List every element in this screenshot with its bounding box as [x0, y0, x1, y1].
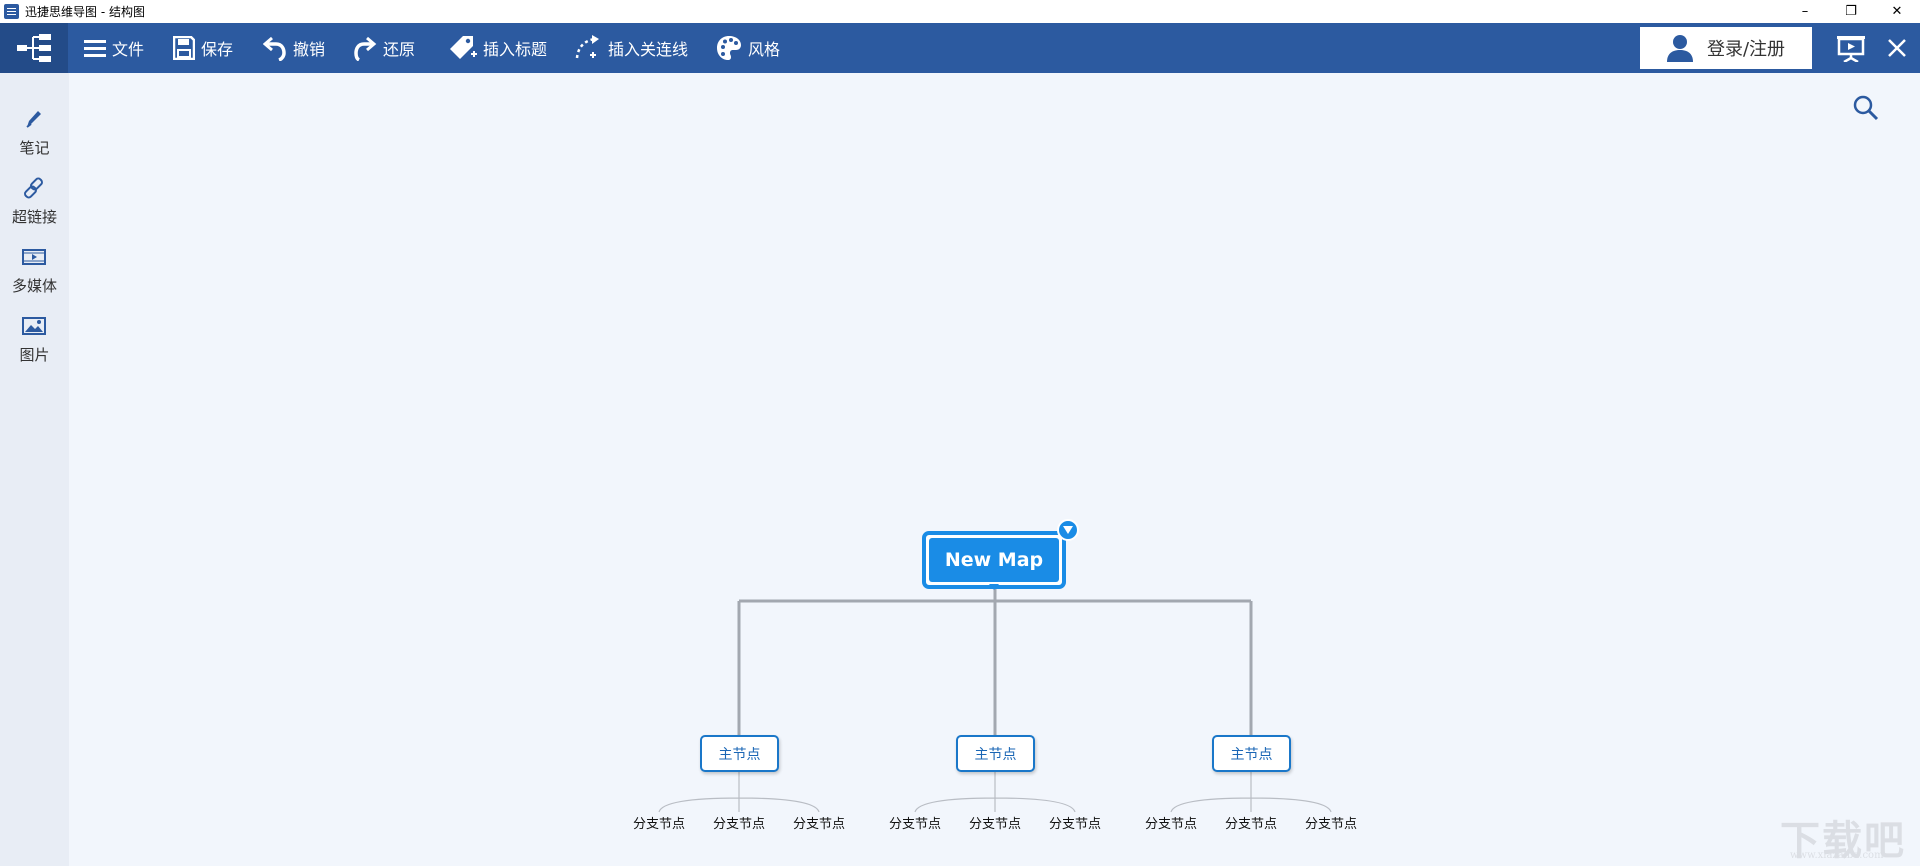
window-controls: – ❐ ✕	[1782, 0, 1920, 23]
branch-node[interactable]: 分支节点	[1224, 817, 1277, 832]
palette-icon	[717, 36, 741, 60]
sidebar-item-label: 图片	[19, 346, 50, 364]
image-icon	[22, 317, 46, 335]
triangle-down-icon	[1063, 526, 1073, 534]
close-icon	[1888, 39, 1906, 57]
link-icon	[24, 177, 43, 199]
window-title: 迅捷思维导图 - 结构图	[25, 5, 145, 19]
login-register-button[interactable]: 登录/注册	[1640, 27, 1812, 69]
sidebar-item-notes[interactable]: 笔记	[0, 73, 69, 157]
undo-label: 撤销	[293, 40, 326, 59]
sidebar-item-hyperlink[interactable]: 超链接	[0, 142, 69, 226]
app-icon	[4, 4, 19, 19]
file-menu-button[interactable]: 文件	[84, 23, 144, 73]
main-toolbar: 文件 保存 撤销 还原 插入标题 插入关连线 风格 登录/注册	[0, 23, 1920, 73]
save-icon	[173, 36, 195, 60]
collapse-toggle-button[interactable]	[1057, 519, 1079, 541]
user-icon	[1666, 35, 1693, 62]
menu-icon	[84, 40, 106, 57]
search-icon	[1853, 95, 1879, 121]
root-node-label: New Map	[929, 538, 1059, 582]
search-button[interactable]	[1852, 94, 1880, 122]
video-icon	[22, 249, 46, 265]
restore-button[interactable]: ❐	[1845, 4, 1857, 19]
redo-icon	[354, 36, 377, 61]
branch-node[interactable]: 分支节点	[1048, 817, 1101, 832]
sidebar-item-multimedia[interactable]: 多媒体	[0, 211, 69, 295]
branch-node[interactable]: 分支节点	[1304, 817, 1357, 832]
undo-icon	[263, 36, 286, 61]
mindmap-logo-icon[interactable]	[0, 23, 68, 73]
branch-node[interactable]: 分支节点	[1144, 817, 1197, 832]
style-label: 风格	[748, 40, 781, 59]
save-label: 保存	[201, 40, 234, 59]
branch-node[interactable]: 分支节点	[712, 817, 765, 832]
window-close-button[interactable]: ✕	[1891, 4, 1903, 19]
main-node[interactable]: 主节点	[956, 735, 1035, 772]
left-sidebar: 笔记 超链接 多媒体 图片	[0, 73, 69, 866]
branch-node[interactable]: 分支节点	[888, 817, 941, 832]
presentation-button[interactable]	[1834, 31, 1868, 65]
pencil-icon	[26, 111, 41, 128]
login-register-label: 登录/注册	[1706, 39, 1786, 60]
style-button[interactable]: 风格	[716, 23, 780, 73]
redo-label: 还原	[383, 40, 416, 59]
branch-node[interactable]: 分支节点	[968, 817, 1021, 832]
insert-relation-line-label: 插入关连线	[608, 40, 689, 59]
root-node-pointer	[989, 584, 999, 590]
presentation-icon	[1837, 36, 1865, 62]
relation-line-icon	[575, 35, 599, 59]
redo-button[interactable]: 还原	[353, 23, 415, 73]
sidebar-item-label: 超链接	[11, 208, 57, 226]
insert-title-label: 插入标题	[483, 40, 548, 59]
main-node[interactable]: 主节点	[1212, 735, 1291, 772]
minimize-button[interactable]: –	[1801, 4, 1809, 19]
branch-node[interactable]: 分支节点	[632, 817, 685, 832]
tag-icon	[450, 36, 477, 59]
watermark-url: www.xiazaiba.com	[1790, 850, 1884, 861]
insert-title-button[interactable]: 插入标题	[449, 23, 547, 73]
insert-relation-line-button[interactable]: 插入关连线	[574, 23, 688, 73]
sidebar-item-label: 多媒体	[11, 277, 57, 295]
file-menu-label: 文件	[112, 40, 145, 59]
watermark: 下载吧 www.xiazaiba.com	[1780, 808, 1920, 866]
sidebar-item-label: 笔记	[19, 139, 50, 157]
main-node[interactable]: 主节点	[700, 735, 779, 772]
sidebar-item-image[interactable]: 图片	[0, 280, 69, 364]
save-button[interactable]: 保存	[173, 23, 233, 73]
undo-button[interactable]: 撤销	[263, 23, 325, 73]
root-node[interactable]: New Map	[922, 531, 1066, 589]
branch-node[interactable]: 分支节点	[792, 817, 845, 832]
title-bar: 迅捷思维导图 - 结构图 – ❐ ✕	[0, 0, 1920, 23]
close-document-button[interactable]	[1880, 31, 1914, 65]
watermark-text: 下载吧	[1780, 817, 1906, 864]
